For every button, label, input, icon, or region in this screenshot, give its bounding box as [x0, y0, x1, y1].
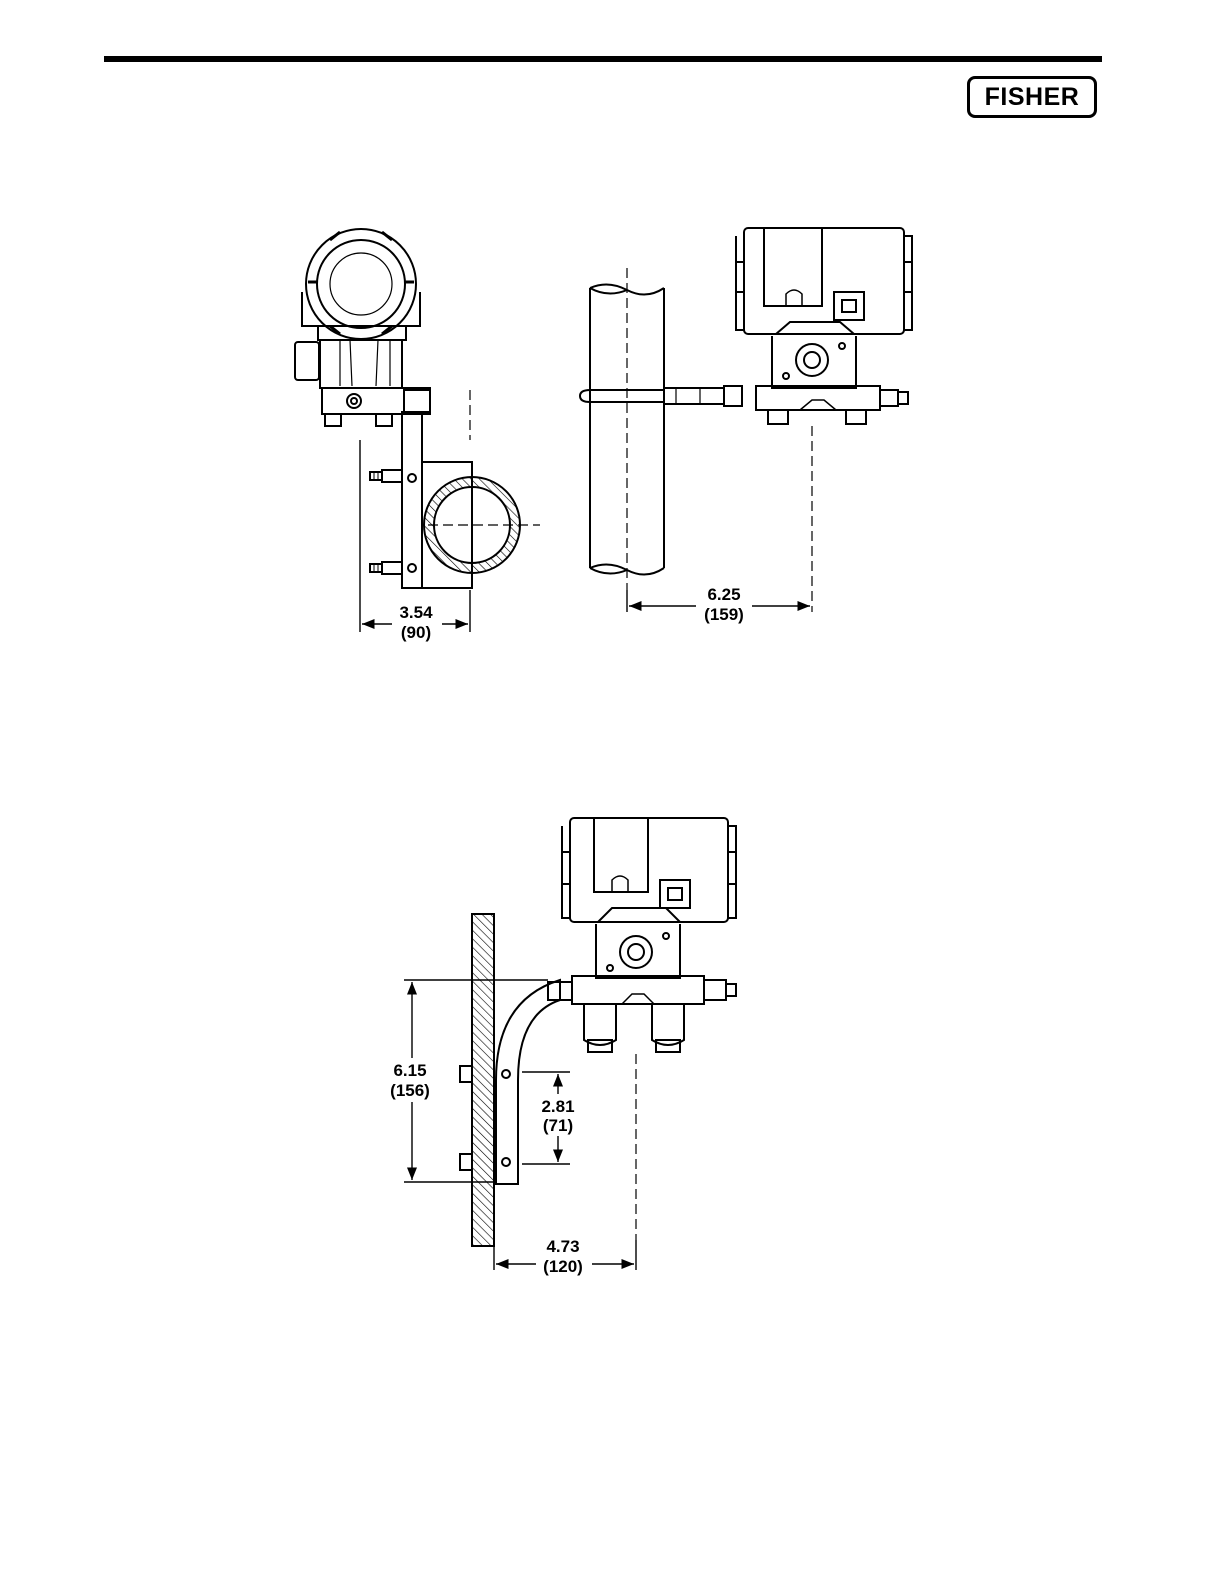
dim-pipe-offset: 6.25 (159)	[627, 582, 810, 626]
panel-bracket	[496, 980, 560, 1184]
dim-bolt-spacing-value: 2.81	[541, 1097, 574, 1116]
dim-panel-offset-value: 4.73	[546, 1237, 579, 1256]
dim-panel-offset: 4.73 (120)	[494, 1234, 636, 1278]
dim-bolt-spacing: 2.81 (71)	[522, 1072, 580, 1164]
dim-side-width-value: 3.54	[399, 603, 433, 622]
panel-mount-view	[460, 818, 736, 1246]
dim-panel-height-value: 6.15	[393, 1061, 426, 1080]
process-flange	[756, 386, 880, 410]
transmitter-housing	[744, 228, 904, 334]
side-view-pipe-mount	[295, 229, 520, 588]
dim-pipe-offset-value: 6.25	[707, 585, 740, 604]
housing-cover	[306, 229, 416, 339]
dim-panel-height-metric: (156)	[390, 1081, 430, 1100]
dim-panel-offset-metric: (120)	[543, 1257, 583, 1276]
dim-pipe-offset-metric: (159)	[704, 605, 744, 624]
front-view-pipe-mount	[580, 228, 912, 575]
mounting-panel	[472, 914, 494, 1246]
dim-side-width-metric: (90)	[401, 623, 431, 642]
front-view-centerlines	[627, 268, 812, 612]
dim-side-width: 3.54 (90)	[360, 440, 470, 644]
dim-bolt-spacing-metric: (71)	[543, 1116, 573, 1135]
